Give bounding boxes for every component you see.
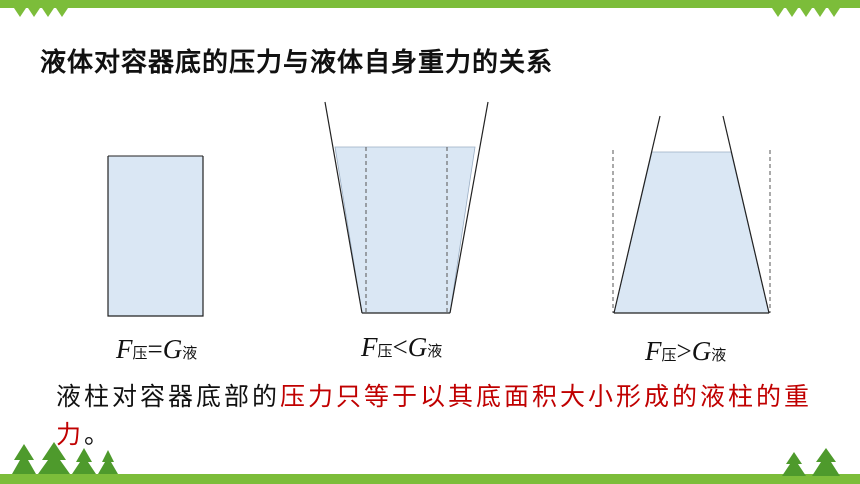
formula-greater-than: F压>G液 <box>645 336 727 366</box>
container-straight <box>107 155 204 317</box>
slide-title: 液体对容器底的压力与液体自身重力的关系 <box>40 48 554 78</box>
bottom-border <box>0 474 860 484</box>
tree-group-left-icon <box>12 442 118 474</box>
conclusion-text: 液柱对容器底部的压力只等于以其底面积大小形成的液柱的重力。 <box>56 378 846 454</box>
formula-equal: F压=G液 <box>116 334 198 364</box>
conclusion-plain: 液柱对容器底部的 <box>56 382 281 411</box>
conclusion-highlight: 压力只等于以其底面积大小形成的液柱的重力 <box>56 382 813 449</box>
formula-less-than: F压<G液 <box>361 332 443 362</box>
container-narrow-top <box>612 115 771 314</box>
top-right-triangle-pattern <box>772 8 842 18</box>
tree-group-right-icon <box>782 448 840 476</box>
container-wide-top <box>324 101 489 314</box>
top-left-triangle-pattern <box>14 8 70 18</box>
conclusion-end: 。 <box>84 420 113 449</box>
top-border <box>0 0 860 8</box>
